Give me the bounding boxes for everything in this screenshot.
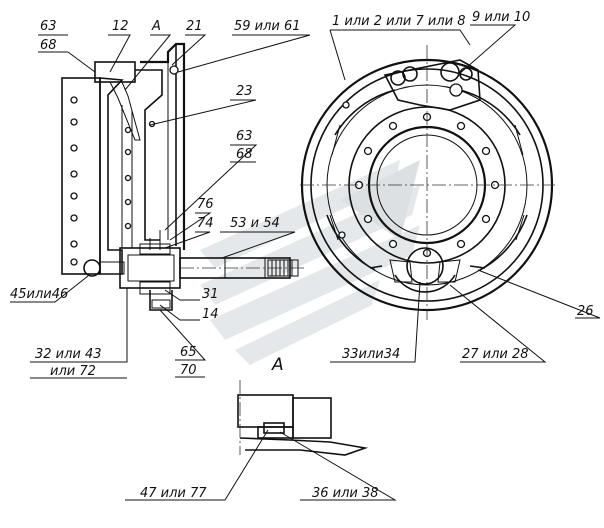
anchor-bracket [383,59,481,111]
label-53-54: 53 и 54 [230,216,280,231]
watermark-logo [200,160,420,365]
leader-lines [10,24,601,501]
label-68-top: 68 [40,38,57,53]
label-14: 14 [202,307,219,322]
label-59-61: 59 или 61 [234,19,301,34]
label-A-view: A [271,355,284,375]
label-74: 74 [197,216,214,231]
label-36-38: 36 или 38 [312,486,379,501]
label-1-2-7-8: 1 или 2 или 7 или 8 [332,14,466,29]
label-A-top: A [151,19,161,34]
label-47-77: 47 или 77 [140,486,207,501]
backing-plate [140,42,186,250]
label-12: 12 [112,19,129,34]
label-23: 23 [236,84,253,99]
label-32-43: 32 или 43 [35,347,102,362]
cam-expander [406,247,444,285]
detail-A [237,380,369,456]
brake-lining [61,77,101,275]
label-68-mid: 68 [236,147,253,162]
label-33-34: 33или34 [342,347,400,362]
section-view [61,42,305,311]
label-72: или 72 [50,364,96,379]
shoe-web [99,77,124,275]
label-31: 31 [202,287,219,302]
label-65: 65 [180,345,197,360]
front-view [300,45,555,320]
label-21: 21 [186,19,203,34]
label-45-46: 45или46 [10,287,68,302]
label-26: 26 [577,304,594,319]
part-labels: 63 68 12 A 21 59 или 61 1 или 2 или 7 ил… [10,10,594,501]
label-27-28: 27 или 28 [462,347,529,362]
label-76: 76 [197,197,214,212]
label-70: 70 [180,363,197,378]
label-63-mid: 63 [236,129,253,144]
rivet-holes [70,96,78,266]
label-63-top: 63 [40,19,57,34]
label-9-10: 9 или 10 [472,10,530,25]
